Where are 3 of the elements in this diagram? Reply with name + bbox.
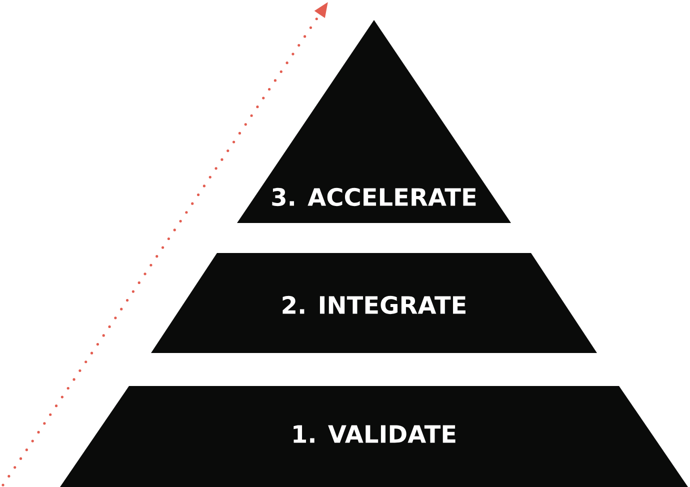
pyramid-tier: 1. VALIDATE (60, 386, 688, 487)
pyramid-tier: 2. INTEGRATE (151, 253, 597, 353)
pyramid-tier: 3. ACCELERATE (237, 20, 511, 223)
